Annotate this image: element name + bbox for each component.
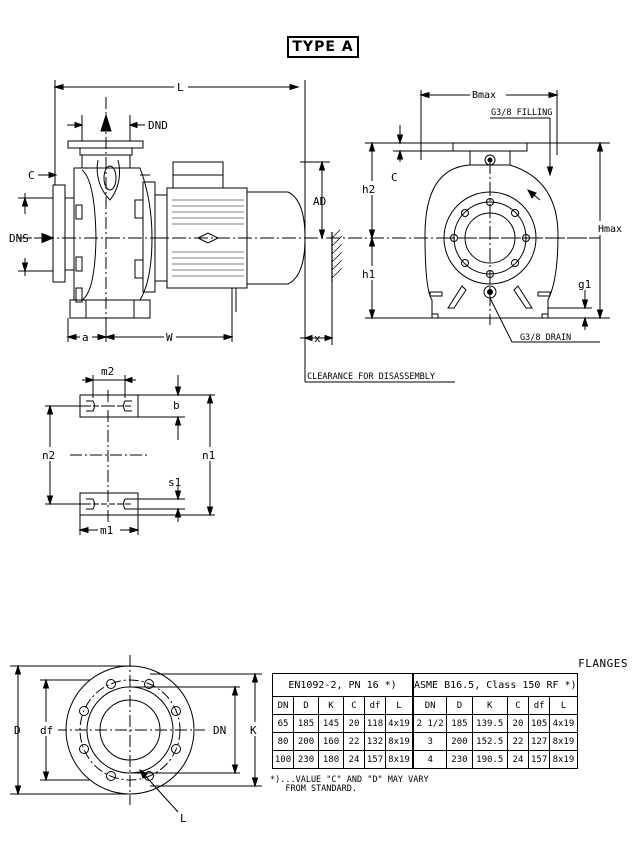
cell: 22 [343,732,365,751]
dim-C-side: C [28,169,35,182]
col-header: L [549,696,578,715]
col-header: DN [412,696,448,715]
col-header: df [528,696,551,715]
filling-label: G3/8 FILLING [491,108,552,118]
dim-Hmax: Hmax [598,224,622,235]
dim-df: df [40,724,53,737]
cell: 8x19 [385,732,414,751]
cell: 2 1/2 [412,714,448,733]
cell: 200 [293,732,319,751]
col-header: df [364,696,386,715]
col-header: DN [272,696,294,715]
cell: 157 [364,750,386,769]
flange-bolts [450,198,530,278]
cell: 230 [293,750,319,769]
motor-fins [172,199,244,277]
cell: 152.5 [471,732,508,751]
dim-Bmax: Bmax [472,90,496,101]
flange-view: D df DN K L [10,655,262,825]
cell: 118 [364,714,386,733]
note-line-2: FROM STANDARD. [285,784,358,794]
dim-a: a [82,331,89,344]
cell: 4 [412,750,448,769]
col-header: C [506,696,530,715]
table-row: 80 200 160 22 132 8x19 3 200 152.5 22 12… [272,732,578,751]
foot-view: m2 b n2 n1 s1 m1 [40,365,222,537]
dim-W: W [166,331,173,344]
cell: 20 [343,714,365,733]
dim-m2: m2 [101,365,114,378]
header-row: DN D K C df L DN D K C df L [272,696,578,715]
dim-DN: DN [213,724,226,737]
cell: 8x19 [549,732,578,751]
dim-L: L [177,81,184,94]
drain-label: G3/8 DRAIN [520,333,571,343]
cell: 185 [293,714,319,733]
dim-DNS: DNS [9,232,29,245]
cell: 20 [506,714,530,733]
col-header: D [446,696,473,715]
cell: 105 [528,714,551,733]
flanges-table: EN1092-2, PN 16 *) ASME B16.5, Class 150… [272,673,578,769]
cell: 4x19 [549,714,578,733]
dim-h2: h2 [362,183,375,196]
cell: 200 [446,732,473,751]
dim-m1: m1 [100,524,113,537]
cell: 132 [364,732,386,751]
cell: 185 [446,714,473,733]
flanges-title: FLANGES [578,657,628,670]
flange-note: *)...VALUE "C" AND "D" MAY VARY FROM STA… [270,776,429,794]
col-header: K [318,696,344,715]
note-line-1: *)...VALUE "C" AND "D" MAY VARY [270,775,429,785]
standard-en: EN1092-2, PN 16 *) [272,673,414,697]
dim-n1: n1 [202,449,215,462]
dim-s1: s1 [168,476,181,489]
type-title: TYPE A [287,36,359,58]
cell: 4x19 [385,714,414,733]
clearance-label: CLEARANCE FOR DISASSEMBLY [307,372,435,382]
dim-DND: DND [148,119,168,132]
flange-holes [79,679,181,781]
dim-D: D [14,724,21,737]
cell: 8x19 [549,750,578,769]
cell: 8x19 [385,750,414,769]
cell: 3 [412,732,448,751]
cell: 145 [318,714,344,733]
col-header: C [343,696,365,715]
cell: 100 [272,750,294,769]
cell: 24 [343,750,365,769]
table-row: 100 230 180 24 157 8x19 4 230 190.5 24 1… [272,750,578,769]
cell: 24 [506,750,530,769]
col-header: K [471,696,508,715]
dim-b: b [173,399,180,412]
table-row: 65 185 145 20 118 4x19 2 1/2 185 139.5 2… [272,714,578,733]
dim-C-front: C [391,171,398,184]
side-view: L DND C DNS [9,80,600,383]
standard-asme: ASME B16.5, Class 150 RF *) [411,673,578,697]
dim-x: x [314,332,321,345]
dim-n2: n2 [42,449,55,462]
cell: 22 [506,732,530,751]
front-view: Bmax G3/8 FILLING [360,87,631,343]
cell: 127 [528,732,551,751]
cell: 180 [318,750,344,769]
dim-AD: AD [313,195,326,208]
type-title-text: TYPE A [292,39,354,55]
dim-h1: h1 [362,268,375,281]
dim-g1: g1 [578,278,591,291]
dim-L-flange: L [180,812,187,825]
cell: 190.5 [471,750,508,769]
cell: 230 [446,750,473,769]
cell: 157 [528,750,551,769]
cell: 160 [318,732,344,751]
dim-K: K [250,724,257,737]
cell: 139.5 [471,714,508,733]
standards-row: EN1092-2, PN 16 *) ASME B16.5, Class 150… [272,673,578,697]
col-header: D [293,696,319,715]
cell: 65 [272,714,294,733]
wall-hatch [331,229,343,279]
col-header: L [385,696,414,715]
cell: 80 [272,732,294,751]
